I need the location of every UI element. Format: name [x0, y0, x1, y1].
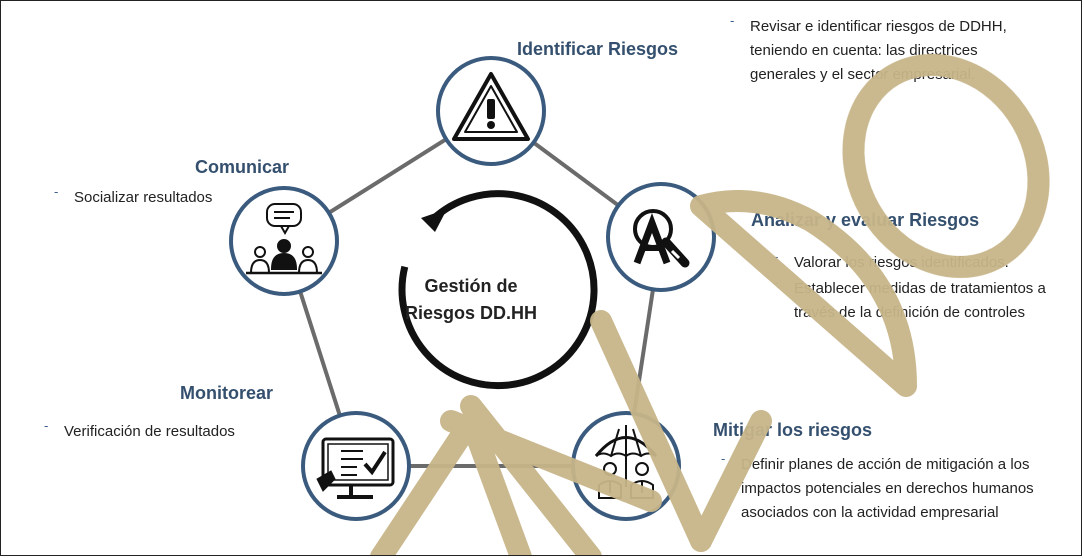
center-label-line1: Gestión de	[424, 276, 518, 296]
meeting-speech-icon	[246, 203, 322, 275]
bullet-marker: -	[721, 451, 726, 466]
identificar-bullet: - Revisar e identificar riesgos de DDHH,…	[730, 13, 1078, 87]
bullet-marker: -	[774, 275, 779, 290]
bullet-marker: -	[44, 418, 49, 433]
monitorear-bullet: - Verificación de resultados	[44, 418, 294, 444]
bullet-line: Establecer medidas de tratamientos a	[794, 280, 1046, 297]
bullet-line: Definir planes de acción de mitigación a…	[741, 456, 1030, 473]
analizar-bullet-1: - Valorar los riesgos identificados.	[774, 249, 1079, 275]
bullet-line: teniendo en cuenta: las directrices	[750, 42, 978, 59]
center-cycle-arrow	[398, 190, 598, 390]
analizar-circle	[606, 182, 716, 292]
identificar-title: Identificar Riesgos	[517, 39, 679, 59]
bullet-line: Verificación de resultados	[64, 423, 235, 440]
center-label: Gestión de Riesgos DD.HH	[396, 273, 546, 327]
center-label-line2: Riesgos DD.HH	[404, 303, 538, 323]
analizar-bullet-2: - Establecer medidas de tratamientos a t…	[774, 275, 1079, 325]
monitorear-title: Monitorear	[180, 383, 274, 403]
bullet-line: generales y el sector empresarial.	[750, 66, 976, 83]
mitigar-bullet: - Definir planes de acción de mitigación…	[721, 451, 1081, 525]
bullet-line: Valorar los riesgos identificados.	[794, 254, 1009, 271]
bullet-line: asociados con la actividad empresarial	[741, 504, 999, 521]
bullet-marker: -	[730, 13, 735, 28]
bullet-marker: -	[774, 249, 779, 264]
magnifier-analysis-icon	[633, 209, 690, 268]
bullet-line: Revisar e identificar riesgos de DDHH,	[750, 18, 1007, 35]
warning-triangle-icon	[452, 72, 530, 141]
bullet-line: través de la definición de controles	[794, 304, 1025, 321]
analizar-title: Analizar y evaluar Riesgos	[751, 210, 980, 230]
bullet-line: impactos potenciales en derechos humanos	[741, 480, 1034, 497]
comunicar-title: Comunicar	[195, 157, 290, 177]
mitigar-title: Mitigar los riesgos	[713, 420, 873, 440]
bullet-marker: -	[54, 184, 59, 199]
bullet-line: Socializar resultados	[74, 189, 213, 206]
comunicar-bullet: - Socializar resultados	[54, 184, 244, 210]
